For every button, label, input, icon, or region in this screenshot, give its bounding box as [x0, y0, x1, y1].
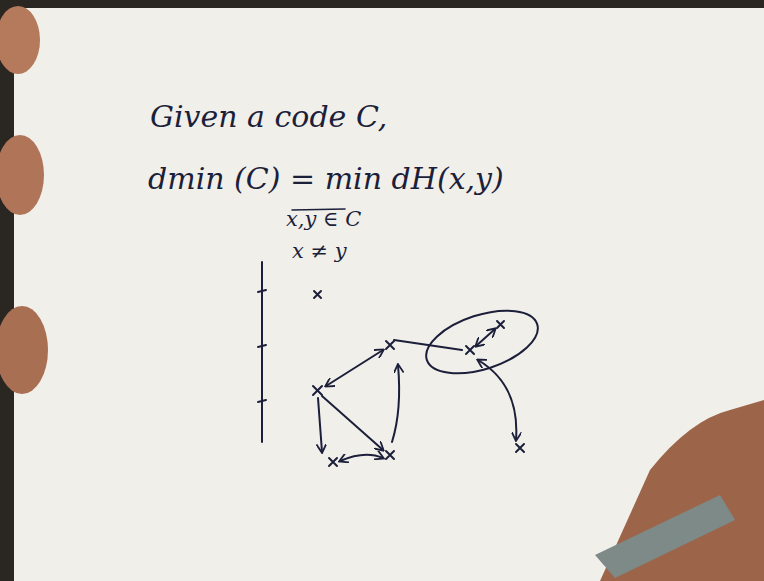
axis-tick — [258, 400, 266, 402]
axis-tick — [258, 345, 266, 347]
codeword-marks — [313, 291, 524, 466]
formula-text: dmin (C) = min dH(x,y) — [148, 162, 504, 195]
distance-arrow — [478, 360, 516, 440]
left-finger — [0, 135, 44, 215]
distance-line — [392, 365, 399, 442]
left-finger — [0, 6, 40, 74]
distance-arrow — [340, 455, 383, 461]
distance-arrow — [326, 350, 383, 386]
closest-pair-arrow — [476, 329, 495, 346]
paper-sheet — [14, 8, 764, 581]
distance-arrow — [318, 398, 322, 452]
closest-pair-ellipse — [418, 298, 545, 385]
distance-arrow — [322, 396, 383, 450]
subscript-condition: x,y ∈ C — [286, 208, 361, 231]
heading-text: Given a code C, — [150, 100, 387, 133]
axis-line — [261, 262, 263, 442]
axis-tick — [258, 290, 266, 292]
subscript-condition: x ≠ y — [292, 240, 347, 263]
left-finger — [0, 306, 48, 394]
sketch — [258, 209, 546, 466]
marker-pen — [595, 495, 735, 578]
